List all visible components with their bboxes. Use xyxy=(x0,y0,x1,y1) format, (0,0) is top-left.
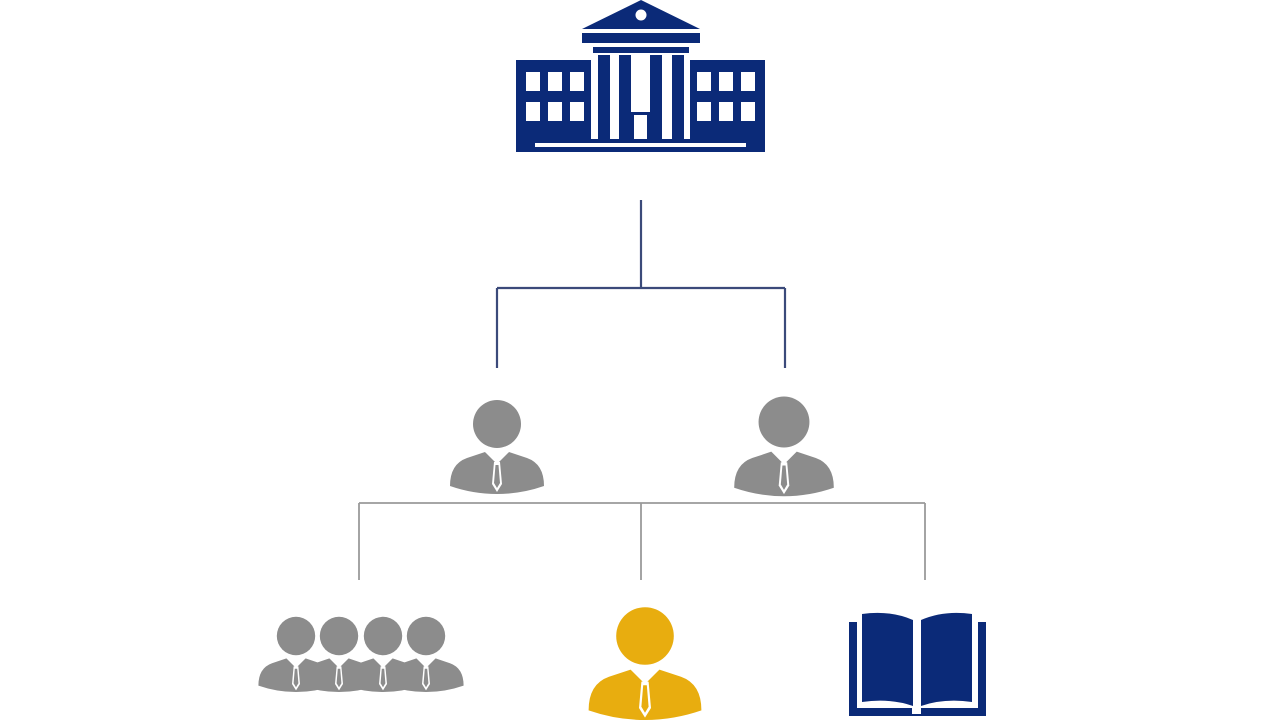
person-tie-fill xyxy=(780,465,788,490)
building-icon xyxy=(516,0,765,152)
building-left-windows xyxy=(526,72,584,121)
building-pediment-window xyxy=(635,9,647,21)
person-tie-fill xyxy=(641,685,649,713)
person-head xyxy=(363,616,403,656)
person-head xyxy=(473,400,521,448)
person-collar xyxy=(630,669,660,684)
book-icon xyxy=(849,612,986,716)
person-head xyxy=(319,616,359,656)
top-level-connectors xyxy=(495,200,787,368)
person-tie-fill xyxy=(380,668,386,688)
person-collar xyxy=(485,452,509,464)
person-collar xyxy=(771,451,797,465)
building-entablature xyxy=(582,33,700,43)
staff-group-icon xyxy=(258,616,464,692)
administrator-right-icon xyxy=(734,396,834,497)
administrator-left-icon xyxy=(450,400,544,494)
building-frieze xyxy=(593,47,689,53)
building-right-windows xyxy=(697,72,755,121)
person-head xyxy=(758,396,810,448)
person-head xyxy=(406,616,446,656)
person-collar xyxy=(329,658,349,668)
book-right-page xyxy=(921,612,972,706)
person-tie-fill xyxy=(494,465,500,488)
person-head xyxy=(276,616,316,656)
building-column xyxy=(672,55,684,139)
building-step xyxy=(535,143,746,147)
book-left-page xyxy=(862,612,913,706)
highlighted-person-icon xyxy=(588,607,702,720)
person-head xyxy=(616,607,674,665)
building-column xyxy=(619,55,631,139)
second-level-connectors xyxy=(358,502,926,580)
person-collar xyxy=(286,658,306,668)
person-tie-fill xyxy=(293,668,299,688)
person-tie-fill xyxy=(336,668,342,688)
person-collar xyxy=(416,658,436,668)
person-collar xyxy=(373,658,393,668)
group-person-icon xyxy=(388,616,464,692)
building-column xyxy=(650,55,662,139)
person-tie-fill xyxy=(423,668,429,688)
building-door xyxy=(634,115,647,139)
building-column xyxy=(598,55,610,139)
